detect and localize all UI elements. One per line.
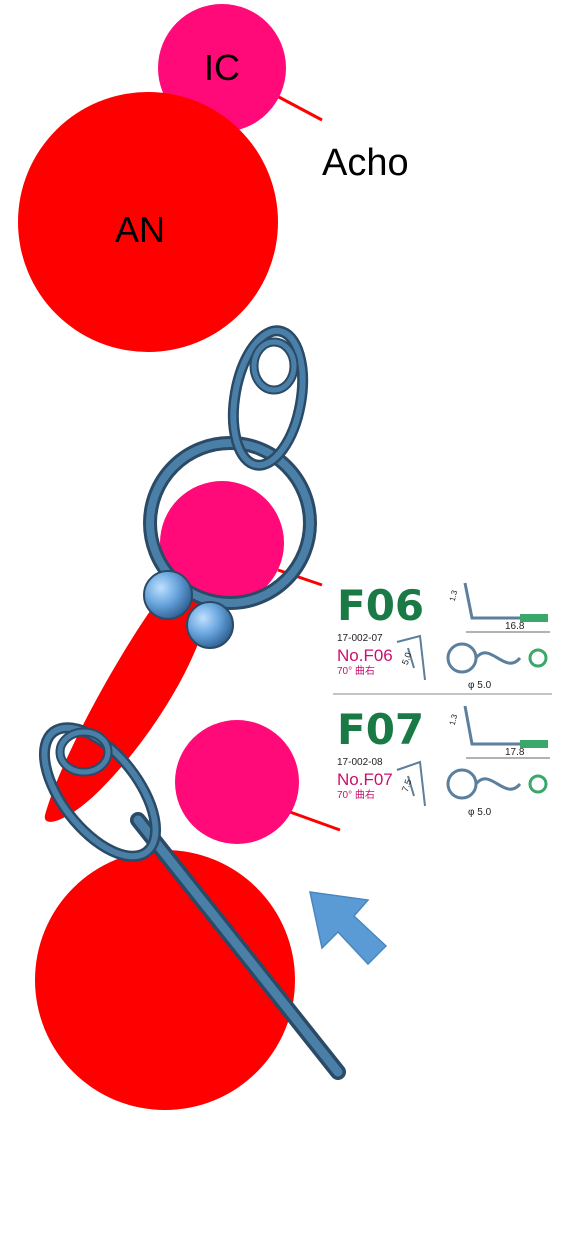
panel-clip-applied bbox=[44, 325, 323, 822]
an-label: AN bbox=[115, 209, 165, 250]
clip-code: 17-002-08 bbox=[337, 757, 383, 768]
clip-blade-icon bbox=[396, 760, 426, 807]
acho-label: Acho bbox=[322, 142, 409, 184]
dim-top: 1.3 bbox=[448, 713, 460, 727]
clip-title: F07 bbox=[337, 705, 424, 754]
clip-title: F06 bbox=[337, 581, 424, 630]
dim-length: 17.8 bbox=[505, 747, 525, 758]
ic-label: IC bbox=[204, 47, 240, 88]
clip-model: No.F07 bbox=[337, 770, 393, 789]
clip-catalog: F06 17-002-07 No.F06 70° 曲右 16.8 1.3 5.0… bbox=[328, 572, 552, 820]
catalog-entry-f07: F07 17-002-08 No.F07 70° 曲右 17.8 1.3 7.5… bbox=[337, 705, 550, 818]
vessel-branch-line-3 bbox=[289, 810, 341, 832]
clip-shaft-highlight bbox=[133, 815, 343, 1077]
clip-coil-highlight bbox=[57, 729, 111, 775]
clip-jaw-icon bbox=[520, 614, 548, 622]
clip-tip-icon bbox=[528, 648, 548, 668]
vessel-branch-line bbox=[274, 93, 323, 122]
clip-ball-icon bbox=[143, 570, 193, 620]
dim-length: 16.8 bbox=[505, 621, 525, 632]
aneurysm-circle bbox=[18, 92, 278, 352]
ic-circle-3 bbox=[175, 720, 299, 844]
clip-coil-loop-icon bbox=[474, 651, 522, 665]
panel-clip-insertion bbox=[35, 720, 388, 1110]
clip-blade-icon bbox=[396, 634, 426, 681]
aneurysm-circle-3 bbox=[35, 850, 295, 1110]
catalog-entry-f06: F06 17-002-07 No.F06 70° 曲右 16.8 1.3 5.0… bbox=[337, 581, 550, 691]
clip-coil-loop-icon bbox=[474, 777, 522, 791]
clip-model: No.F06 bbox=[337, 646, 393, 665]
catalog-background bbox=[328, 572, 552, 820]
panel-aneurysm-diagram: IC AN Acho bbox=[18, 4, 409, 352]
ic-circle-2 bbox=[160, 481, 284, 605]
clip-jaw-icon bbox=[520, 740, 548, 748]
clip-ring-highlight bbox=[146, 439, 314, 607]
dim-top: 1.3 bbox=[448, 589, 460, 603]
clip-side-view-icon bbox=[463, 582, 528, 620]
clip-coil-highlight bbox=[251, 339, 297, 393]
clip-angle: 70° 曲右 bbox=[337, 788, 375, 801]
dim-blade: 7.5 bbox=[400, 778, 414, 793]
clip-angle: 70° 曲右 bbox=[337, 664, 375, 677]
dim-blade: 5.0 bbox=[400, 651, 414, 666]
clip-code: 17-002-07 bbox=[337, 633, 383, 644]
dim-diameter: φ 5.0 bbox=[468, 807, 492, 818]
clip-side-view-icon bbox=[463, 705, 528, 746]
direction-arrow-icon bbox=[309, 891, 388, 966]
clip-eyelet-highlight bbox=[41, 724, 159, 860]
dim-diameter: φ 5.0 bbox=[468, 680, 492, 691]
aneurysm-elongated-shape bbox=[44, 572, 210, 822]
clip-eyelet-highlight bbox=[230, 327, 306, 469]
clip-ball-icon bbox=[186, 601, 234, 649]
clip-tip-icon bbox=[528, 774, 548, 794]
